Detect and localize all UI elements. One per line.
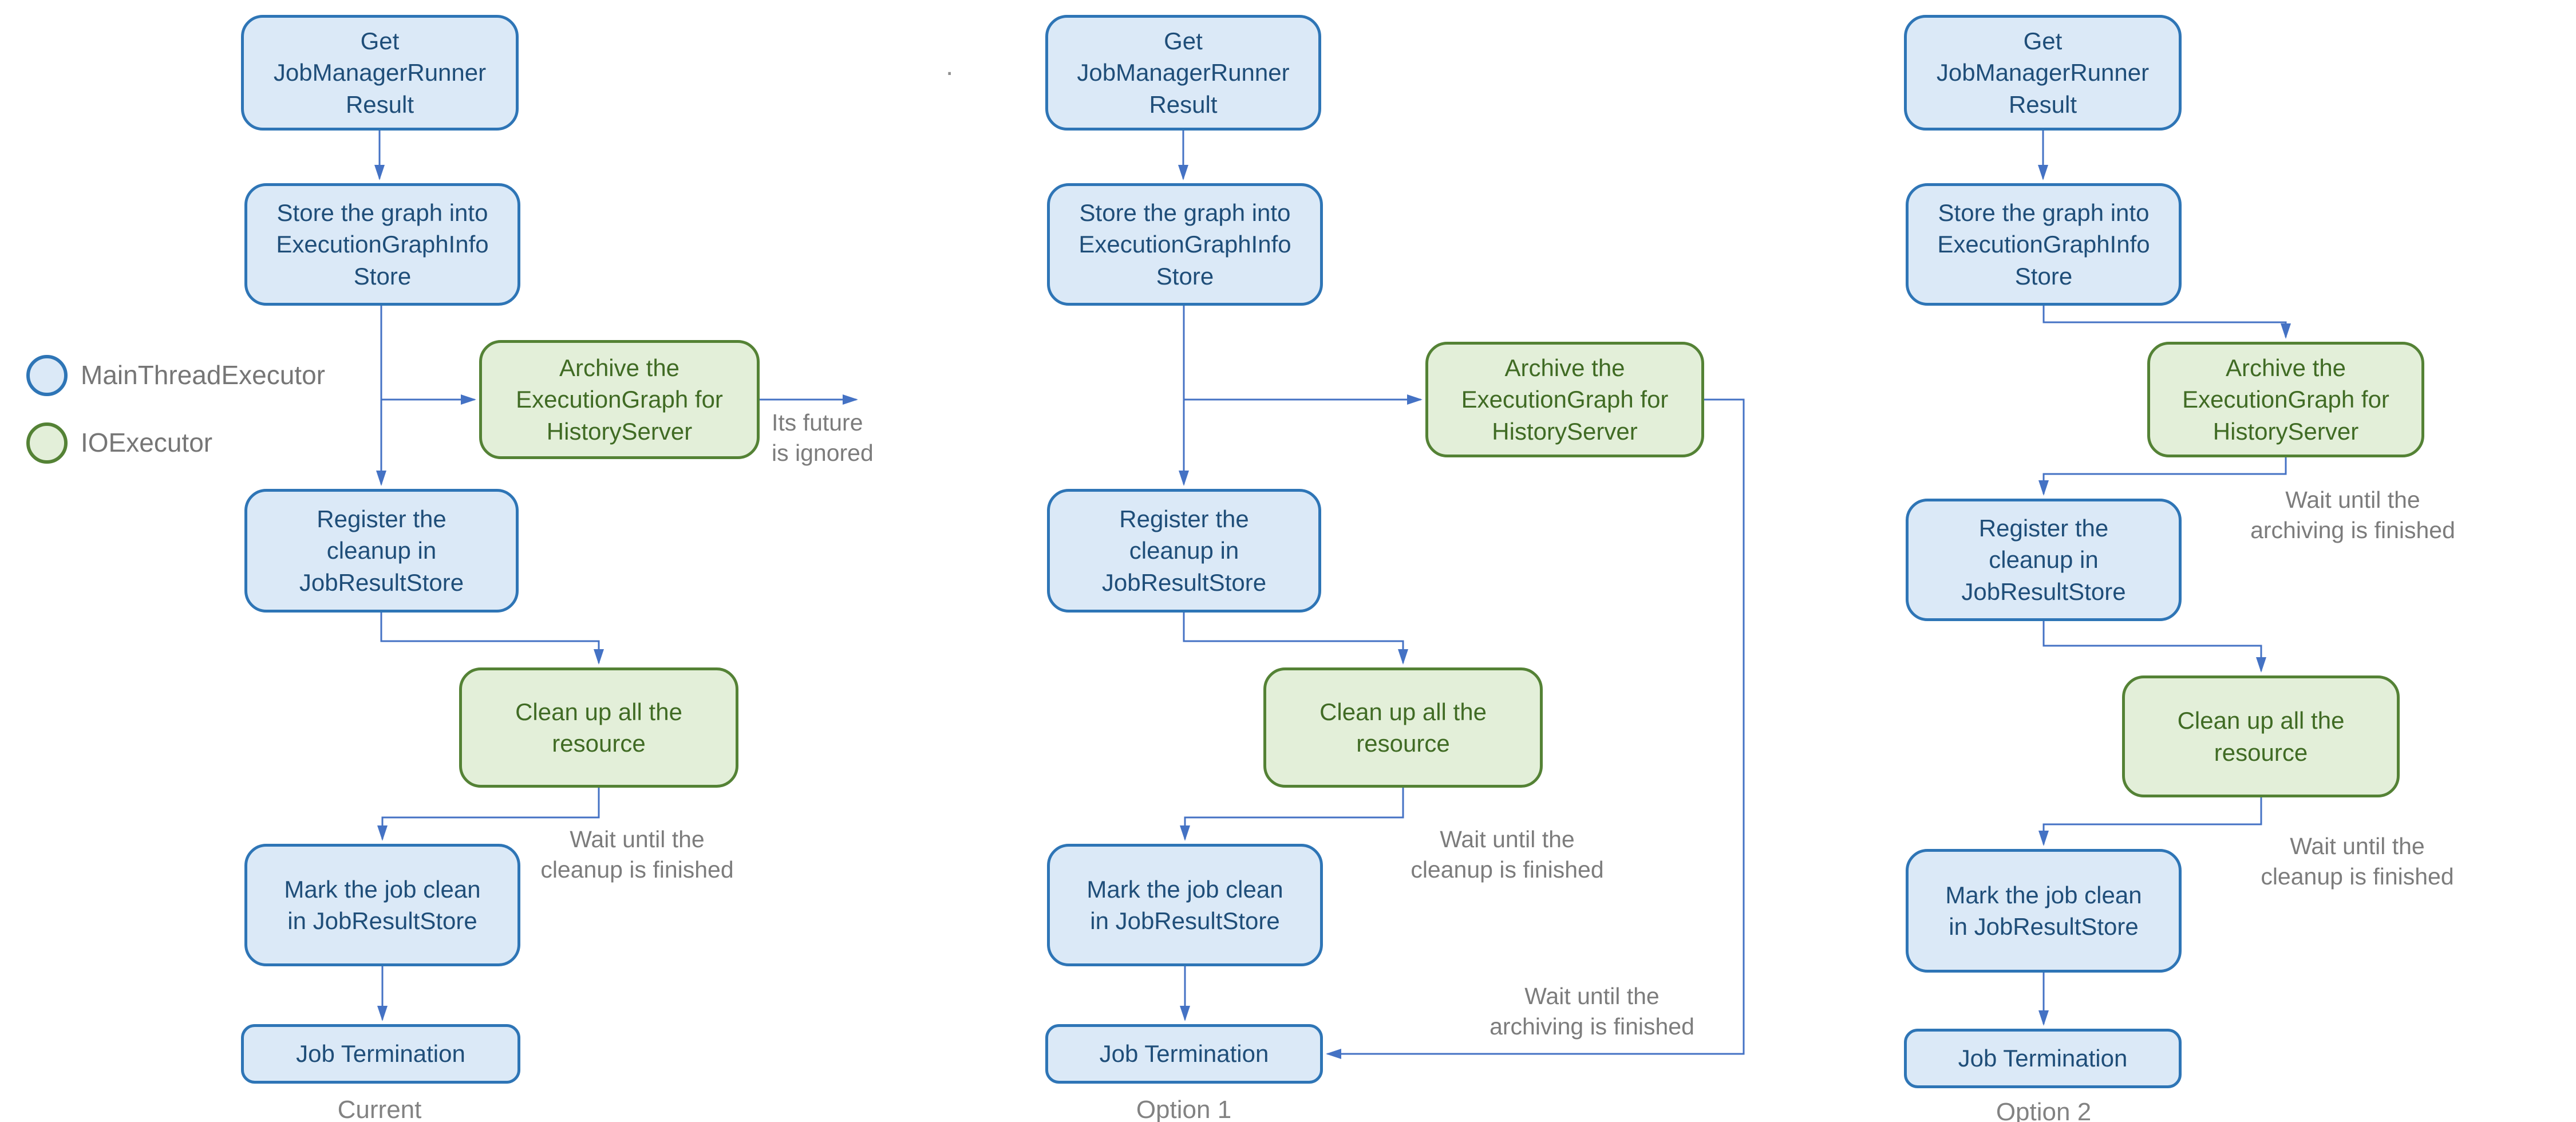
option2-node-archive-executiongraph: Archive the ExecutionGraph for HistorySe… — [2147, 342, 2424, 457]
option2-node-register-cleanup: Register the cleanup in JobResultStore — [1906, 499, 2182, 621]
option1-node-archive-executiongraph: Archive the ExecutionGraph for HistorySe… — [1425, 342, 1704, 457]
current-node-job-termination: Job Termination — [241, 1024, 520, 1084]
option2-node-store-graph: Store the graph into ExecutionGraphInfo … — [1906, 183, 2182, 306]
option2-edge-register-to-cleanup — [2042, 621, 2266, 673]
option2-node-get-jobmanagerrunner-result: Get JobManagerRunner Result — [1904, 15, 2182, 131]
current-edge-register-to-cleanup — [380, 613, 604, 665]
option1-note-wait-cleanup-finished: Wait until the cleanup is finished — [1411, 826, 1604, 883]
option1-node-get-jobmanagerrunner-result: Get JobManagerRunner Result — [1045, 15, 1321, 131]
legend-label-mainthreadexecutor: MainThreadExecutor — [81, 360, 325, 390]
option1-edge-register-to-cleanup — [1183, 613, 1408, 665]
option1-caption: Option 1 — [1136, 1096, 1232, 1122]
option2-caption: Option 2 — [1996, 1098, 2092, 1122]
option2-node-job-termination: Job Termination — [1904, 1029, 2182, 1088]
current-node-store-graph: Store the graph into ExecutionGraphInfo … — [244, 183, 520, 306]
current-node-clean-up-resource: Clean up all the resource — [459, 667, 738, 788]
option1-node-mark-job-clean: Mark the job clean in JobResultStore — [1047, 844, 1323, 966]
option1-node-store-graph: Store the graph into ExecutionGraphInfo … — [1047, 183, 1323, 306]
option1-node-job-termination: Job Termination — [1045, 1024, 1323, 1084]
current-note-wait-cleanup-finished: Wait until the cleanup is finished — [540, 826, 734, 883]
stray-dot: . — [946, 51, 954, 81]
current-node-get-jobmanagerrunner-result: Get JobManagerRunner Result — [241, 15, 519, 131]
option2-node-mark-job-clean: Mark the job clean in JobResultStore — [1906, 849, 2182, 973]
current-node-mark-job-clean: Mark the job clean in JobResultStore — [244, 844, 520, 966]
ioexecutor-swatch-icon — [26, 422, 68, 464]
option2-node-clean-up-resource: Clean up all the resource — [2122, 675, 2400, 797]
mainthreadexecutor-swatch-icon — [26, 355, 68, 396]
current-caption: Current — [337, 1096, 422, 1122]
legend-label-ioexecutor: IOExecutor — [81, 428, 213, 457]
current-node-archive-executiongraph: Archive the ExecutionGraph for HistorySe… — [479, 340, 760, 459]
current-node-register-cleanup: Register the cleanup in JobResultStore — [244, 489, 519, 613]
current-note-its-future-is-ignored: Its future is ignored — [772, 409, 874, 467]
option1-note-wait-archiving-finished: Wait until the archiving is finished — [1490, 983, 1694, 1040]
option1-node-register-cleanup: Register the cleanup in JobResultStore — [1047, 489, 1321, 613]
option2-edge-store-to-archive — [2042, 306, 2291, 339]
option2-note-wait-cleanup-finished: Wait until the cleanup is finished — [2261, 833, 2454, 890]
option2-note-wait-archiving-finished: Wait until the archiving is finished — [2250, 487, 2455, 544]
option1-node-clean-up-resource: Clean up all the resource — [1263, 667, 1543, 788]
